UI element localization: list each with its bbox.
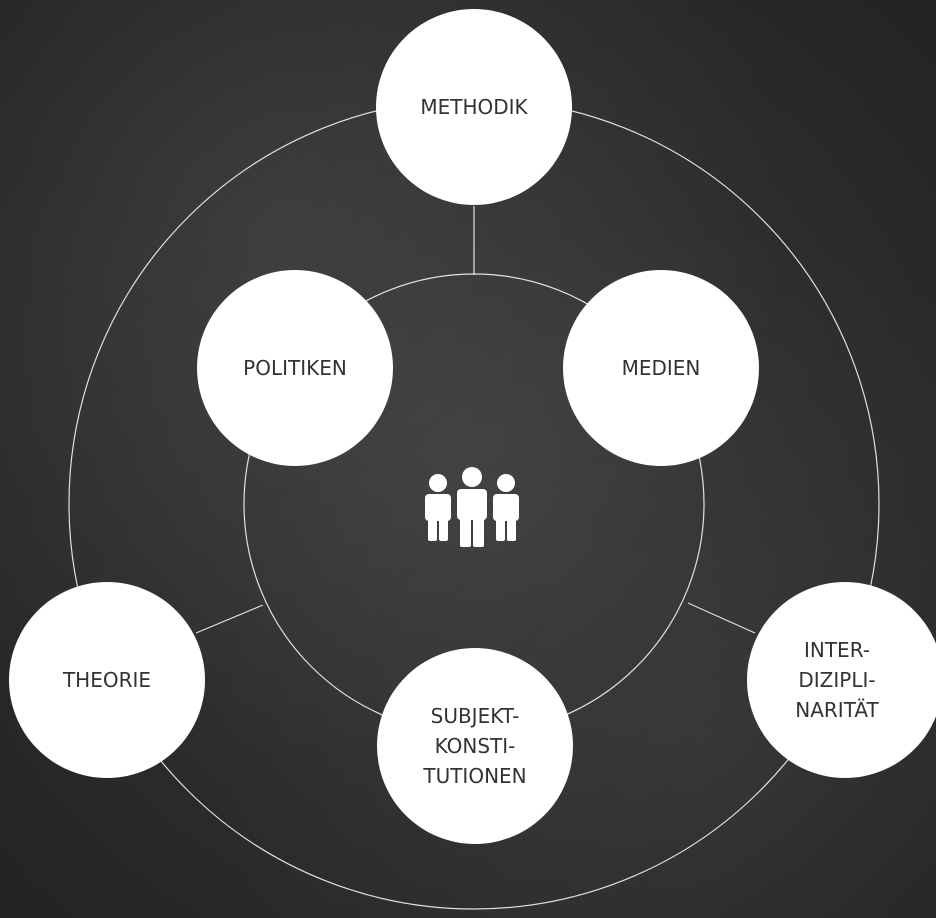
connector-left	[195, 604, 264, 634]
node-theorie: THEORIE	[9, 582, 205, 778]
connector-right	[687, 602, 756, 634]
node-subjektkonstitutionen: SUBJEKT- KONSTI- TUTIONEN	[377, 648, 573, 844]
node-interdisziplinaritaet: INTER- DIZIPLI- NARITÄT	[747, 582, 936, 778]
node-politiken: POLITIKEN	[197, 270, 393, 466]
node-methodik: METHODIK	[376, 9, 572, 205]
node-medien: MEDIEN	[563, 270, 759, 466]
people-group-icon	[425, 467, 519, 547]
